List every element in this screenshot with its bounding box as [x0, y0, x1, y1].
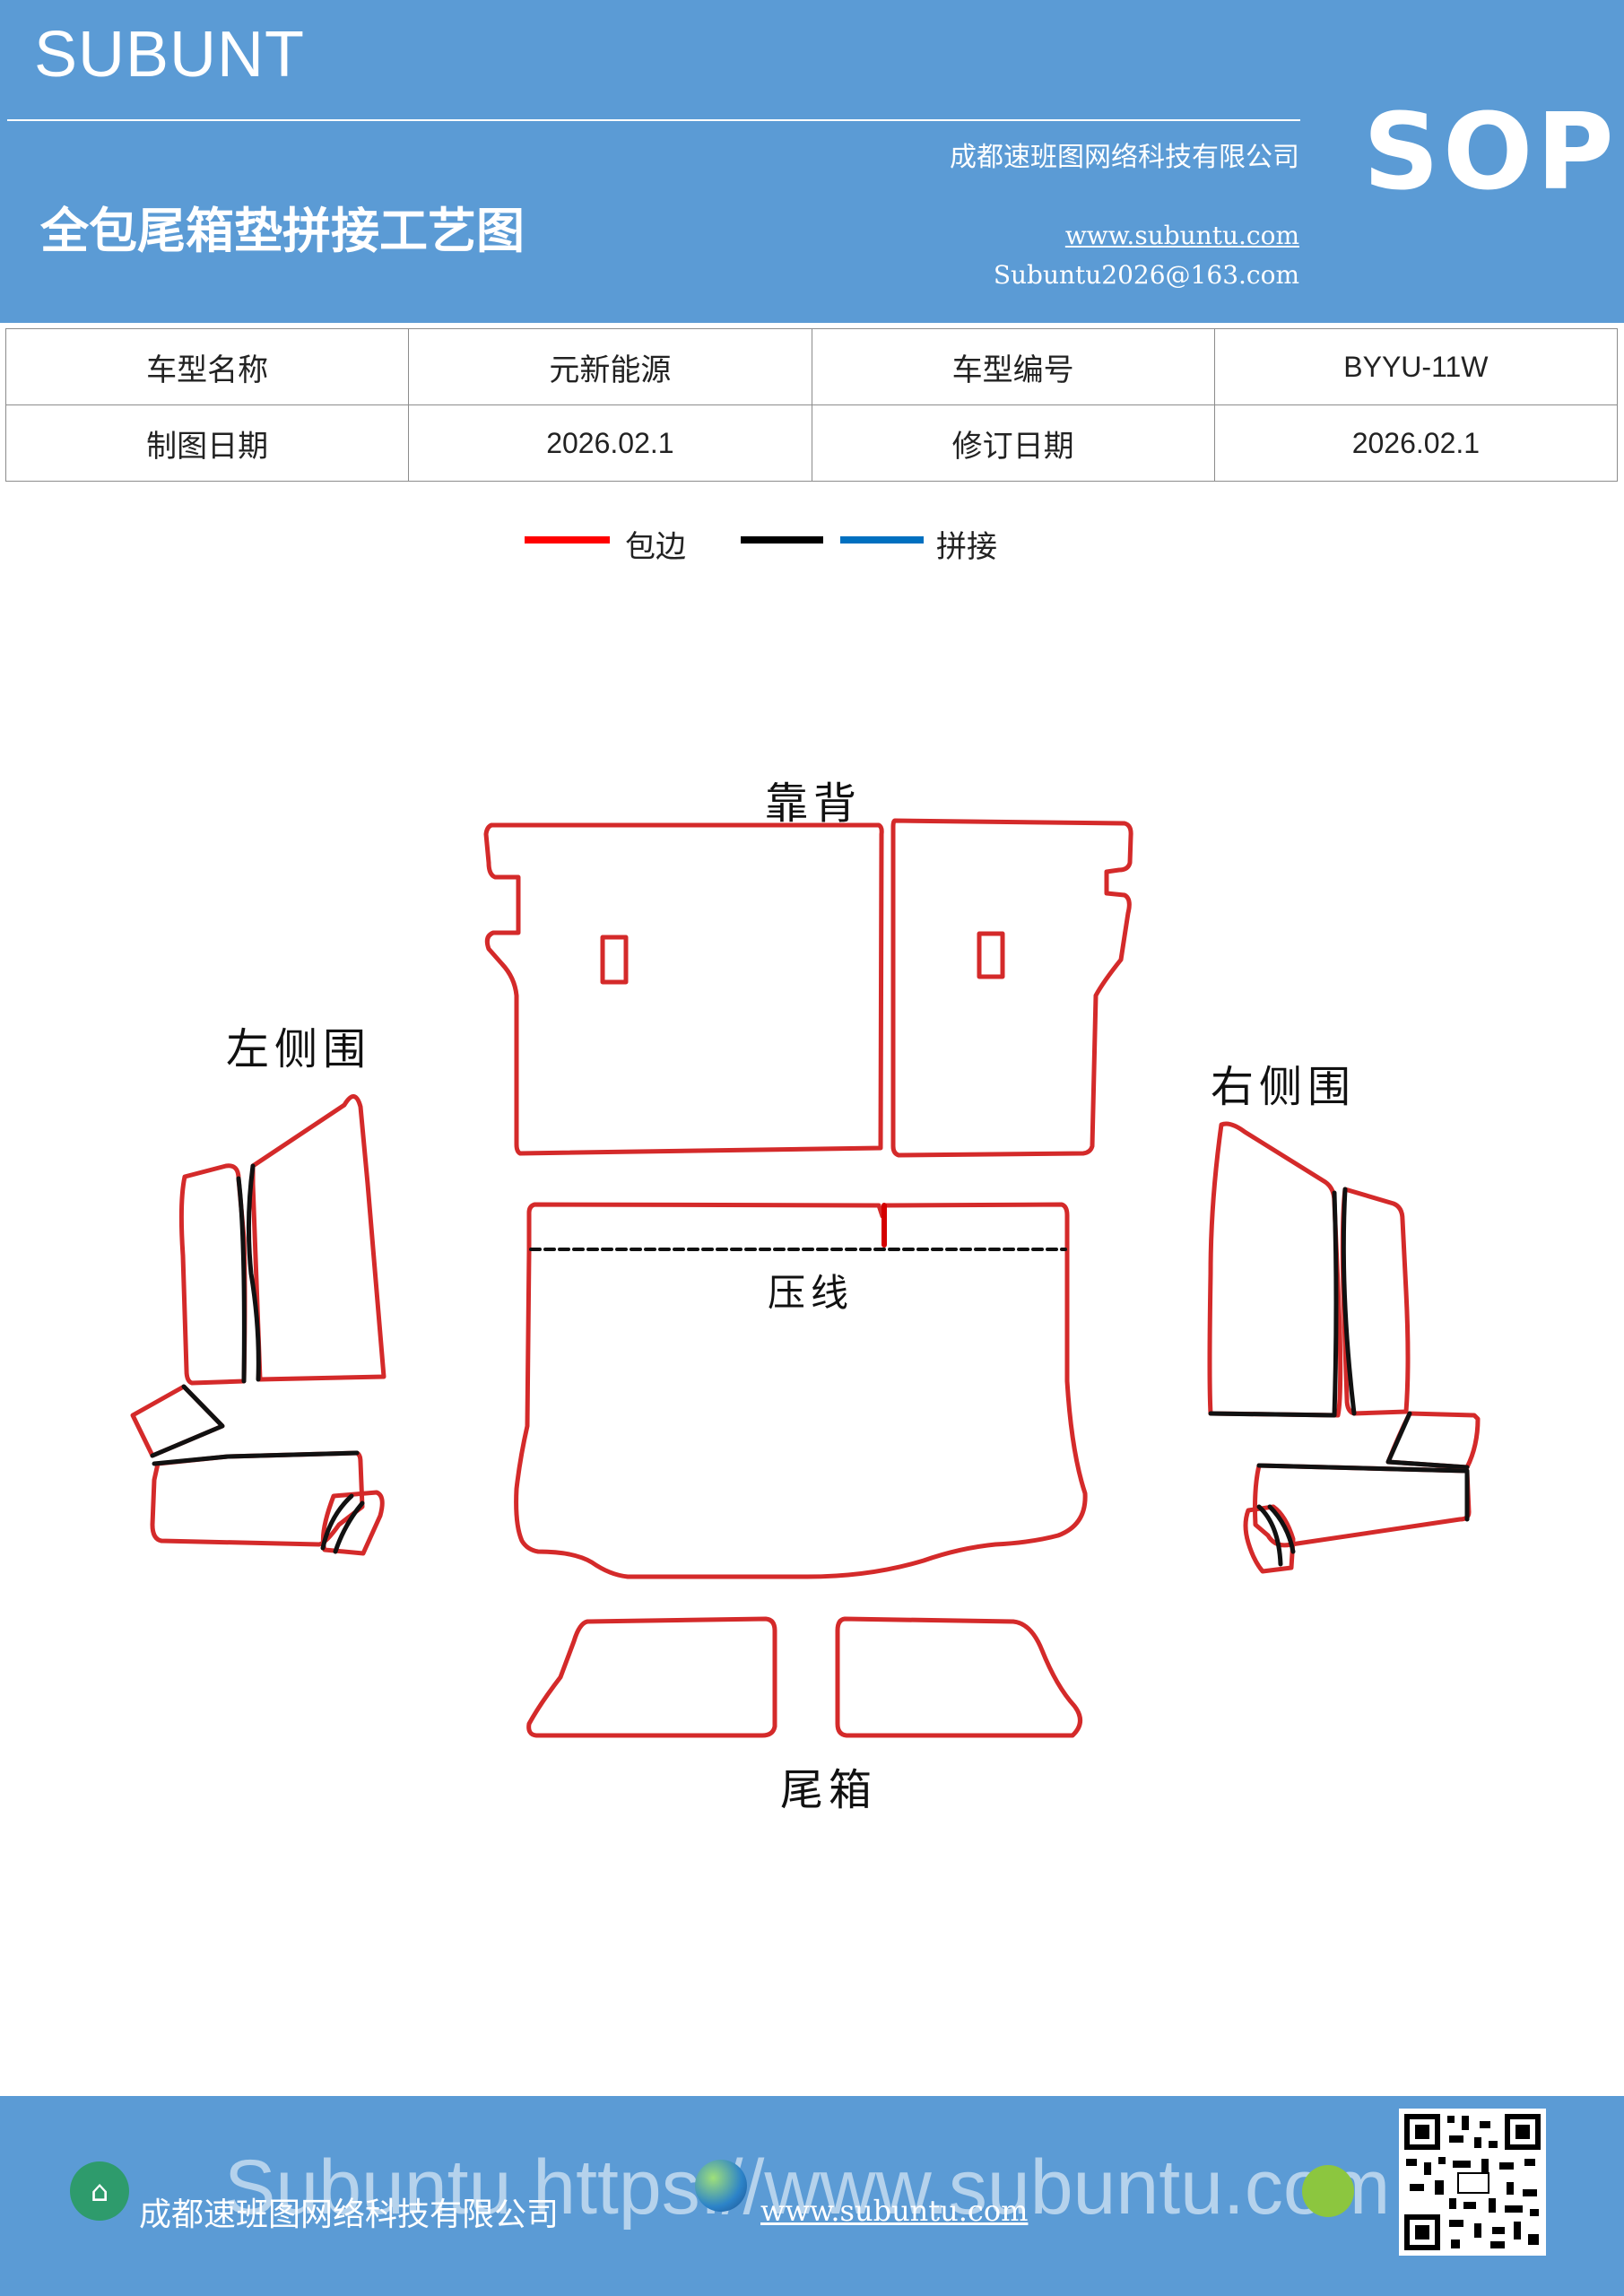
- model-code-value: BYYU-11W: [1213, 328, 1619, 405]
- left-side-triangle-seam: [150, 1384, 225, 1458]
- building-icon: ⌂: [70, 2161, 129, 2221]
- trunk-floor-panel: [514, 1202, 1088, 1579]
- crease-label: 压线: [768, 1271, 855, 1315]
- legend: 包边 拼接: [0, 522, 1624, 576]
- backrest-right-window: [977, 931, 1005, 979]
- contact-email: Subuntu2026@163.com: [993, 260, 1299, 290]
- backrest-right-panel: [890, 818, 1133, 1158]
- legend-swatch-seam: [741, 536, 823, 544]
- left-side-upper-seam: [246, 1163, 261, 1382]
- legend-label-edging: 包边: [625, 529, 686, 565]
- left-side-upper-panel: [250, 1094, 386, 1382]
- model-name-value: 元新能源: [408, 328, 812, 405]
- model-name-label: 车型名称: [4, 328, 410, 405]
- qr-code: [1399, 2109, 1546, 2256]
- legend-swatch-splice: [840, 536, 924, 544]
- left-side-narrow-seam: [236, 1176, 247, 1384]
- right-side-upper-seam: [1208, 1190, 1339, 1418]
- revision-date-value: 2026.02.1: [1213, 404, 1619, 482]
- draw-date-value: 2026.02.1: [408, 404, 812, 482]
- trunk-label: 尾箱: [780, 1765, 878, 1815]
- header-divider: [7, 119, 1300, 121]
- right-side-triangle-panel: [1385, 1411, 1481, 1470]
- table-row: 车型名称 元新能源 车型编号 BYYU-11W: [4, 328, 1619, 405]
- backrest-left-window: [600, 935, 629, 985]
- left-side-small-panel: [320, 1490, 385, 1556]
- footer-website-link[interactable]: www.subuntu.com: [760, 2194, 1029, 2228]
- left-side-lower-seam: [152, 1450, 360, 1466]
- website-link[interactable]: www.subuntu.com: [1064, 221, 1299, 250]
- sop-badge: SOP: [1363, 90, 1618, 213]
- footer-company-name: 成都速班图网络科技有限公司: [139, 2196, 560, 2233]
- model-code-label: 车型编号: [811, 328, 1215, 405]
- trunk-lower-right-panel: [835, 1616, 1082, 1738]
- backrest-left-panel: [483, 822, 884, 1156]
- table-row: 制图日期 2026.02.1 修订日期 2026.02.1: [4, 404, 1619, 482]
- document-title: 全包尾箱垫拼接工艺图: [40, 202, 525, 259]
- globe-icon: [695, 2160, 747, 2212]
- revision-date-label: 修订日期: [811, 404, 1215, 482]
- left-side-lower-panel: [150, 1450, 365, 1547]
- right-side-small-panel: [1243, 1504, 1296, 1574]
- wechat-icon: [1302, 2165, 1354, 2217]
- right-side-small-seam: [1256, 1504, 1296, 1567]
- header-banner: SUBUNT 成都速班图网络科技有限公司 全包尾箱垫拼接工艺图 www.subu…: [0, 0, 1624, 323]
- legend-swatch-edging: [525, 536, 610, 544]
- brand-name: SUBUNT: [34, 19, 306, 91]
- draw-date-label: 制图日期: [4, 404, 410, 482]
- backrest-label: 靠背: [765, 778, 863, 829]
- right-side-upper-panel: [1207, 1121, 1343, 1418]
- right-side-label: 右侧围: [1211, 1062, 1357, 1112]
- vehicle-info-table: 车型名称 元新能源 车型编号 BYYU-11W 制图日期 2026.02.1 修…: [4, 328, 1619, 482]
- right-side-triangle-seam: [1385, 1411, 1470, 1470]
- company-name: 成都速班图网络科技有限公司: [950, 142, 1299, 173]
- footer-watermark-text: Subuntu https://www.subuntu.com: [224, 2144, 1391, 2231]
- right-side-narrow-seam: [1341, 1187, 1357, 1416]
- right-side-lower-seam: [1256, 1463, 1470, 1522]
- left-side-narrow-panel: [178, 1163, 248, 1386]
- left-side-label: 左侧围: [226, 1024, 372, 1074]
- left-side-small-seam: [320, 1493, 365, 1554]
- legend-label-splice: 拼接: [936, 529, 997, 565]
- trunk-lower-left-panel: [526, 1616, 777, 1738]
